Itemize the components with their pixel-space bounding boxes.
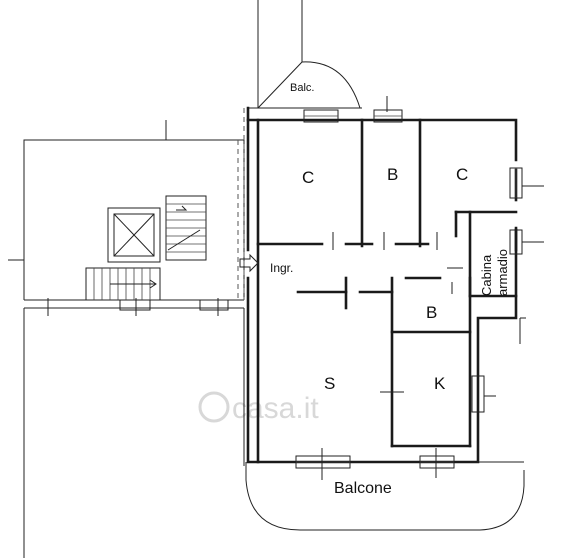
label-room-k: K [434, 374, 446, 393]
label-cabina: Cabina [479, 254, 494, 296]
label-cabina-armadio: Cabina armadio [479, 249, 510, 296]
watermark: casa.it [198, 391, 319, 425]
balcone-outline [245, 461, 525, 531]
dimension-ticks [321, 96, 544, 480]
label-balcone: Balcone [334, 480, 392, 497]
doors [332, 232, 463, 393]
label-balc: Balc. [290, 82, 314, 94]
watermark-text: casa.it [232, 392, 319, 425]
label-room-c-left: C [302, 168, 314, 187]
entrance-arrow-icon [239, 253, 259, 273]
label-armadio: armadio [495, 249, 510, 296]
label-ingresso: Ingr. [270, 261, 293, 275]
inner-walls [256, 118, 518, 464]
label-room-b-top: B [387, 165, 398, 184]
label-room-s: S [324, 374, 335, 393]
windows [295, 109, 523, 469]
balcony-small-outline [248, 0, 362, 109]
label-room-b-small: B [426, 303, 437, 322]
label-room-c-right: C [456, 165, 468, 184]
stair-building [8, 108, 245, 558]
